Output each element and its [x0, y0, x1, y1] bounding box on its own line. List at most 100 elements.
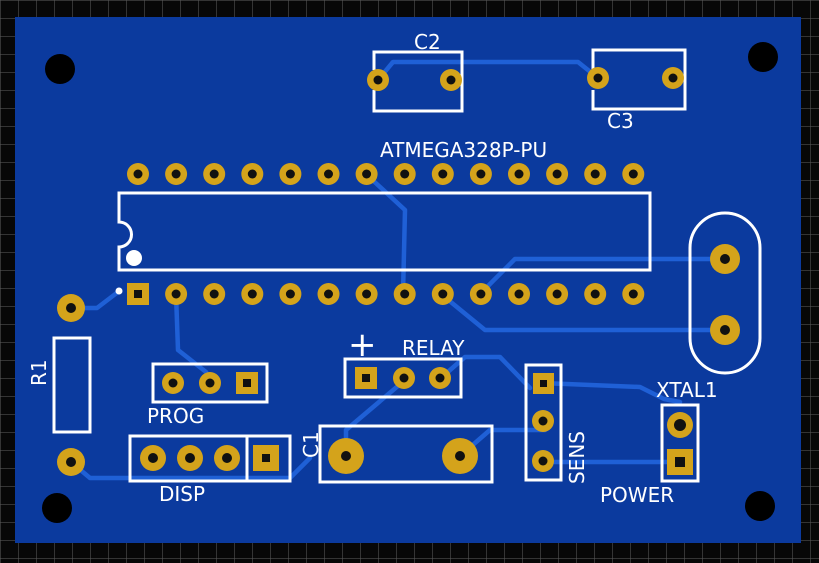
- prog-pin-3-hole: [243, 379, 251, 387]
- c2-pad-1-hole: [373, 75, 383, 85]
- sens-label: SENS: [565, 431, 589, 484]
- mcu-pin-hole: [324, 289, 333, 299]
- trace-relay-sens: [439, 354, 533, 391]
- mounting-hole-bottom-left: [42, 493, 72, 523]
- c3-pad-1-hole: [593, 73, 603, 83]
- relay-pin-3-hole: [435, 373, 445, 383]
- mcu-pin-hole: [476, 169, 486, 179]
- disp-pin-1-hole: [148, 453, 158, 463]
- trace-pin19-xtal-top: [477, 256, 728, 297]
- prog-outline: [151, 362, 269, 404]
- mcu-pin-hole: [324, 169, 333, 179]
- mcu-atmega328p: ATMEGA328P-PU: [115, 138, 652, 305]
- xtal1-pad-1-hole: [720, 254, 730, 264]
- mcu-pin-hole: [285, 289, 295, 299]
- mcu-pin1-marker: [115, 287, 123, 295]
- relay-pin-2-hole: [399, 373, 409, 383]
- mcu-pin-hole: [209, 289, 219, 299]
- xtal1-label: XTAL1: [656, 378, 718, 402]
- mcu-pin-hole: [133, 169, 143, 179]
- r1-pad-1-hole: [66, 303, 76, 313]
- disp-label: DISP: [159, 482, 205, 506]
- mcu-pin-hole: [590, 289, 600, 299]
- trace-pin10-xtal: [363, 171, 408, 297]
- mcu-pin-hole: [209, 169, 219, 179]
- mounting-hole-top-right: [748, 42, 778, 72]
- trace-pin17-xtal-bottom: [438, 291, 728, 333]
- r1-label: R1: [27, 359, 51, 386]
- mcu-pin-hole: [628, 169, 638, 179]
- disp-header: DISP: [128, 434, 292, 506]
- trace-c2-c3: [375, 59, 601, 83]
- prog-label: PROG: [147, 404, 204, 428]
- disp-pin-2-hole: [185, 453, 195, 463]
- r1-outline: [52, 336, 92, 434]
- mcu-pins-bottom: [127, 283, 645, 305]
- c1-capacitor: C1: [299, 424, 494, 484]
- mcu-pin-hole: [438, 289, 448, 299]
- trace-sens-power: [539, 380, 683, 405]
- mcu-pin-hole: [590, 169, 600, 179]
- relay-outline: [343, 357, 463, 399]
- c3-outline: [591, 48, 687, 111]
- mcu-pin-hole: [247, 169, 257, 179]
- power-outline: [660, 403, 700, 483]
- mcu-pin-hole: [400, 289, 410, 299]
- sens-outline: [524, 363, 563, 482]
- mcu-pin-hole: [628, 289, 638, 299]
- relay-pin-1-hole: [362, 374, 370, 382]
- mcu-pin-hole: [247, 289, 257, 299]
- prog-header: PROG: [147, 362, 269, 428]
- power-pin-2-hole: [675, 457, 685, 467]
- c1-pad-2-hole: [455, 451, 465, 461]
- r1-pad-2-hole: [66, 457, 76, 467]
- xtal1-crystal: XTAL1: [656, 211, 762, 402]
- mcu-pin-hole: [285, 169, 295, 179]
- power-label: POWER: [600, 483, 674, 507]
- mcu-pin-hole: [514, 169, 524, 179]
- mounting-holes: [42, 42, 778, 523]
- mcu-pin-hole: [171, 169, 181, 179]
- sens-header: SENS: [524, 363, 589, 484]
- mcu-pin-hole: [171, 289, 181, 299]
- prog-pin-1-hole: [168, 378, 178, 388]
- power-header: POWER: [600, 403, 700, 507]
- r1-resistor: R1: [27, 294, 92, 476]
- mcu-pin-hole: [438, 169, 448, 179]
- c1-outline: [318, 424, 494, 484]
- disp-outline: [128, 434, 292, 483]
- mcu-pin-hole: [552, 169, 562, 179]
- power-pin-1-hole: [674, 419, 686, 431]
- c1-label: C1: [299, 431, 323, 458]
- mcu-outline: [117, 191, 652, 272]
- mcu-pin-hole: [362, 289, 372, 299]
- c3-label: C3: [607, 109, 634, 133]
- mounting-hole-top-left: [45, 54, 75, 84]
- mcu-pins-top: [127, 163, 645, 185]
- mcu-pin1-dot: [126, 250, 142, 266]
- c2-capacitor: C2: [367, 30, 464, 113]
- mcu-pin-hole: [362, 169, 372, 179]
- c2-pad-2-hole: [446, 75, 456, 85]
- mcu-pin-hole: [400, 169, 410, 179]
- mcu-label: ATMEGA328P-PU: [380, 138, 547, 162]
- mcu-pin-hole: [552, 289, 562, 299]
- mcu-pin-hole: [476, 289, 486, 299]
- relay-header: + RELAY: [343, 325, 465, 399]
- sens-pin-3-hole: [538, 456, 548, 466]
- disp-pin-4-hole: [262, 454, 270, 462]
- sens-pin-1-hole: [540, 380, 547, 387]
- c1-pad-1-hole: [341, 451, 351, 461]
- c2-outline: [372, 50, 464, 113]
- mcu-pin-hole: [134, 290, 142, 298]
- disp-pin-3-hole: [222, 453, 232, 463]
- xtal1-pad-2-hole: [720, 325, 730, 335]
- prog-pin-2-hole: [205, 378, 215, 388]
- c3-capacitor: C3: [587, 48, 687, 133]
- sens-pin-2-hole: [538, 416, 548, 426]
- c2-label: C2: [414, 30, 441, 54]
- xtal1-outline: [688, 211, 762, 375]
- relay-label: RELAY: [402, 336, 465, 360]
- c3-pad-2-hole: [668, 73, 678, 83]
